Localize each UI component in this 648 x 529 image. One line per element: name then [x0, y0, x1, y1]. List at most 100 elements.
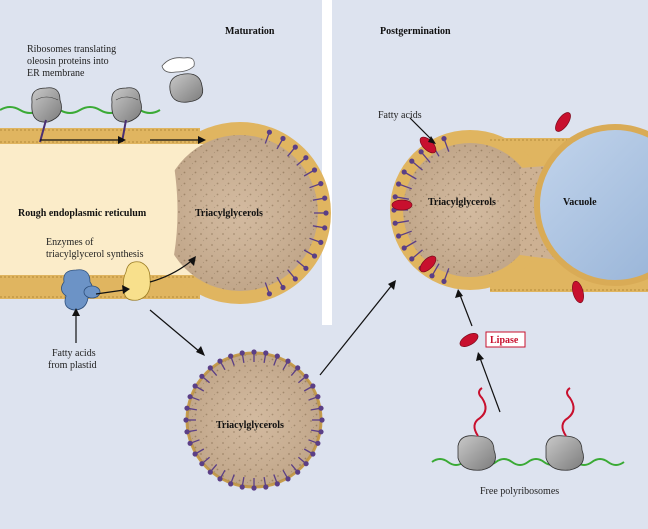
oleosin-head	[285, 358, 291, 364]
oleosin-head	[401, 245, 407, 251]
oleosin-head	[187, 440, 193, 446]
oleosin-head	[207, 365, 213, 371]
ribosomes-label-line1: Ribosomes translating	[27, 44, 116, 55]
enzymes-label-line1: Enzymes of	[46, 237, 94, 248]
oleosin-head	[323, 210, 329, 216]
oleosin-head	[228, 353, 234, 359]
oleosin-head	[217, 476, 223, 482]
oleosin-head	[303, 155, 309, 161]
arrowheads	[72, 136, 484, 361]
oleosin-head	[318, 239, 324, 245]
oleosin-head	[251, 349, 257, 355]
oleosin-head	[303, 461, 309, 467]
oleosin-head	[396, 233, 402, 239]
oleosin-head	[318, 429, 324, 435]
lipase-enzyme	[459, 333, 479, 347]
oil-body-triacylglycerols-label: Triacylglycerols	[216, 420, 284, 431]
oleosin-head	[392, 220, 398, 226]
oleosin-head	[187, 394, 193, 400]
free-ribosome-large	[169, 73, 204, 103]
oleosin-head	[311, 167, 318, 173]
enzymes-label-line2: triacylglycerol synthesis	[46, 249, 144, 260]
oleosin-head	[184, 405, 190, 411]
oleosin-head	[228, 481, 234, 487]
oleosin-head	[207, 469, 213, 475]
er-triacylglycerols-label: Triacylglycerols	[195, 208, 263, 219]
oleosin-head	[401, 169, 407, 175]
oleosin-head	[292, 144, 298, 150]
ribosomes-label-line3: ER membrane	[27, 68, 85, 79]
oleosin-head	[280, 284, 286, 291]
oleosin-head	[311, 253, 318, 259]
oleosin-head	[318, 181, 324, 187]
er-oleosins	[264, 129, 329, 297]
postgermination-title: Postgermination	[380, 26, 451, 37]
oleosin-head	[239, 350, 245, 356]
oleosin-head	[322, 225, 328, 231]
polyribosome-2	[545, 387, 584, 471]
oleosin-head	[303, 265, 309, 271]
oleosin-head	[310, 383, 316, 389]
oleosin-head	[392, 194, 398, 200]
oleosin-head	[266, 129, 272, 135]
oleosin-head	[409, 158, 415, 164]
oleosin-head	[217, 358, 223, 364]
oleosin-head	[192, 451, 198, 457]
lipase-label: Lipase	[490, 335, 519, 346]
rough-er-label: Rough endoplasmic reticulum	[18, 208, 147, 219]
ribosomes-label-line2: oleosin proteins into	[27, 56, 109, 67]
maturation-title: Maturation	[225, 26, 275, 37]
fatty-acids-plastid-line2: from plastid	[48, 360, 97, 371]
oleosin-head	[274, 353, 280, 359]
oleosin-head	[441, 278, 447, 284]
polyribosome-1	[457, 387, 496, 471]
oleosin-head	[396, 181, 402, 187]
ribosome-2	[111, 87, 142, 143]
oleosin-head	[199, 373, 205, 379]
oleosin-head	[184, 429, 190, 435]
oleosin-head	[295, 365, 301, 371]
panel-divider	[323, 0, 331, 325]
oleosin-head	[251, 485, 257, 491]
oleosin-head	[285, 476, 291, 482]
oleosin-head	[292, 276, 298, 282]
lipase-box	[485, 331, 526, 348]
oleosin-head	[239, 484, 245, 490]
oleosin-head	[322, 195, 328, 201]
oleosin-head	[303, 373, 309, 379]
oleosin-head	[441, 136, 447, 142]
oil-body-oleosins	[183, 349, 325, 491]
oleosin-head	[266, 291, 272, 297]
oleosin-head	[295, 469, 301, 475]
oleosin-head	[315, 440, 321, 446]
enzyme-blue	[61, 269, 101, 311]
oleosin-head	[199, 461, 205, 467]
vacuole-label: Vacuole	[563, 197, 597, 208]
oleosin-head	[280, 135, 286, 142]
oleosin-head	[429, 273, 435, 279]
free-ribosome-small	[161, 57, 195, 73]
free-polyribosomes-label: Free polyribosomes	[480, 486, 559, 497]
oleosin-head	[319, 417, 325, 423]
ribosome-1	[31, 87, 62, 143]
rough-er	[0, 122, 331, 304]
oleosin-head	[274, 481, 280, 487]
oleosin-head	[263, 350, 269, 356]
fatty-acids-plastid-line1: Fatty acids	[52, 348, 96, 359]
oil-body	[185, 351, 323, 489]
oleosin-head	[315, 394, 321, 400]
post-triacylglycerols-label: Triacylglycerols	[428, 197, 496, 208]
enzyme-yellow	[122, 261, 151, 301]
lipase-molecules	[391, 112, 584, 304]
arrows	[40, 117, 501, 413]
oleosin-head	[409, 256, 415, 262]
oleosin-head	[192, 383, 198, 389]
oleosin-head	[183, 417, 189, 423]
oleosin-head	[418, 149, 424, 155]
oleosin-head	[263, 484, 269, 490]
oleosin-head	[318, 405, 324, 411]
oleosin-head	[310, 451, 316, 457]
fatty-acids-post-label: Fatty acids	[378, 110, 422, 121]
